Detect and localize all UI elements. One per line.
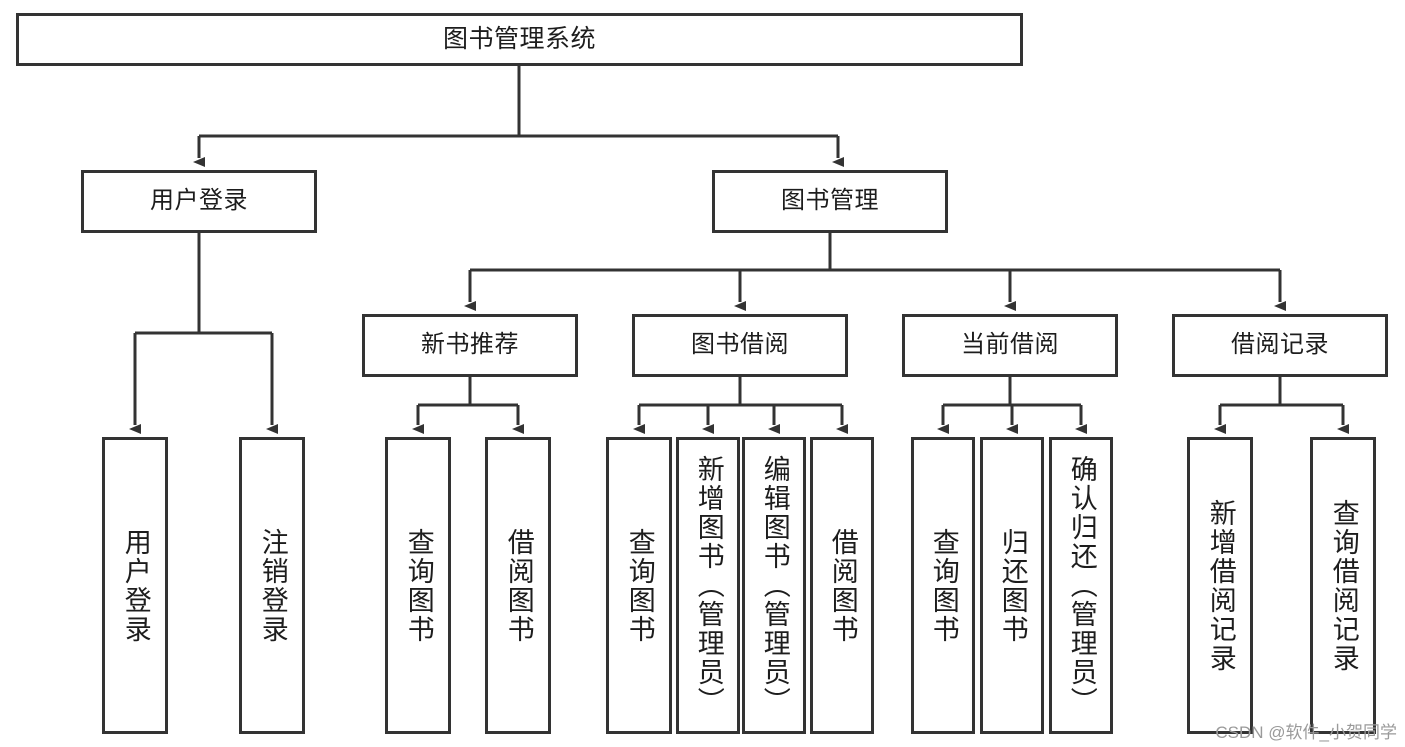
node-label: 当前借阅 — [961, 331, 1059, 359]
node-leaf-return-book[interactable]: 归还图书 — [980, 437, 1044, 734]
node-leaf-query-book-1[interactable]: 查询图书 — [385, 437, 451, 734]
node-label: 图书管理 — [781, 187, 879, 215]
node-label: 查询图书 — [928, 527, 959, 644]
node-leaf-logout[interactable]: 注销登录 — [239, 437, 305, 734]
node-leaf-user-login[interactable]: 用户登录 — [102, 437, 168, 734]
node-borrow-record[interactable]: 借阅记录 — [1172, 314, 1388, 377]
node-label: 图书借阅 — [691, 331, 789, 359]
node-label: 确认归还（管理员） — [1066, 455, 1097, 716]
node-leaf-query-book-3[interactable]: 查询图书 — [911, 437, 975, 734]
node-leaf-add-book[interactable]: 新增图书（管理员） — [676, 437, 740, 734]
node-label: 借阅记录 — [1231, 331, 1329, 359]
node-label: 查询图书 — [624, 527, 655, 644]
node-leaf-query-book-2[interactable]: 查询图书 — [606, 437, 672, 734]
node-book-borrow[interactable]: 图书借阅 — [632, 314, 848, 377]
node-label: 新书推荐 — [421, 331, 519, 359]
watermark-text: CSDN @软件_小贺同学 — [1215, 723, 1397, 742]
node-leaf-add-record[interactable]: 新增借阅记录 — [1187, 437, 1253, 734]
node-book-management[interactable]: 图书管理 — [712, 170, 948, 233]
node-label: 查询借阅记录 — [1328, 498, 1359, 673]
node-current-borrow[interactable]: 当前借阅 — [902, 314, 1118, 377]
node-leaf-query-record[interactable]: 查询借阅记录 — [1310, 437, 1376, 734]
node-leaf-confirm-return[interactable]: 确认归还（管理员） — [1049, 437, 1113, 734]
node-label: 用户登录 — [120, 527, 151, 644]
node-label: 新增图书（管理员） — [693, 455, 724, 716]
node-leaf-edit-book[interactable]: 编辑图书（管理员） — [742, 437, 806, 734]
node-label: 借阅图书 — [503, 527, 534, 644]
node-root-system[interactable]: 图书管理系统 — [16, 13, 1023, 66]
node-leaf-borrow-book-1[interactable]: 借阅图书 — [485, 437, 551, 734]
node-leaf-borrow-book-2[interactable]: 借阅图书 — [810, 437, 874, 734]
node-label: 新增借阅记录 — [1205, 498, 1236, 673]
node-user-login[interactable]: 用户登录 — [81, 170, 317, 233]
node-label: 借阅图书 — [827, 527, 858, 644]
node-label: 图书管理系统 — [442, 24, 596, 53]
node-label: 归还图书 — [997, 527, 1028, 644]
node-label: 用户登录 — [150, 187, 248, 215]
node-new-book-recommend[interactable]: 新书推荐 — [362, 314, 578, 377]
node-label: 编辑图书（管理员） — [759, 455, 790, 716]
node-label: 注销登录 — [257, 527, 288, 644]
node-label: 查询图书 — [403, 527, 434, 644]
